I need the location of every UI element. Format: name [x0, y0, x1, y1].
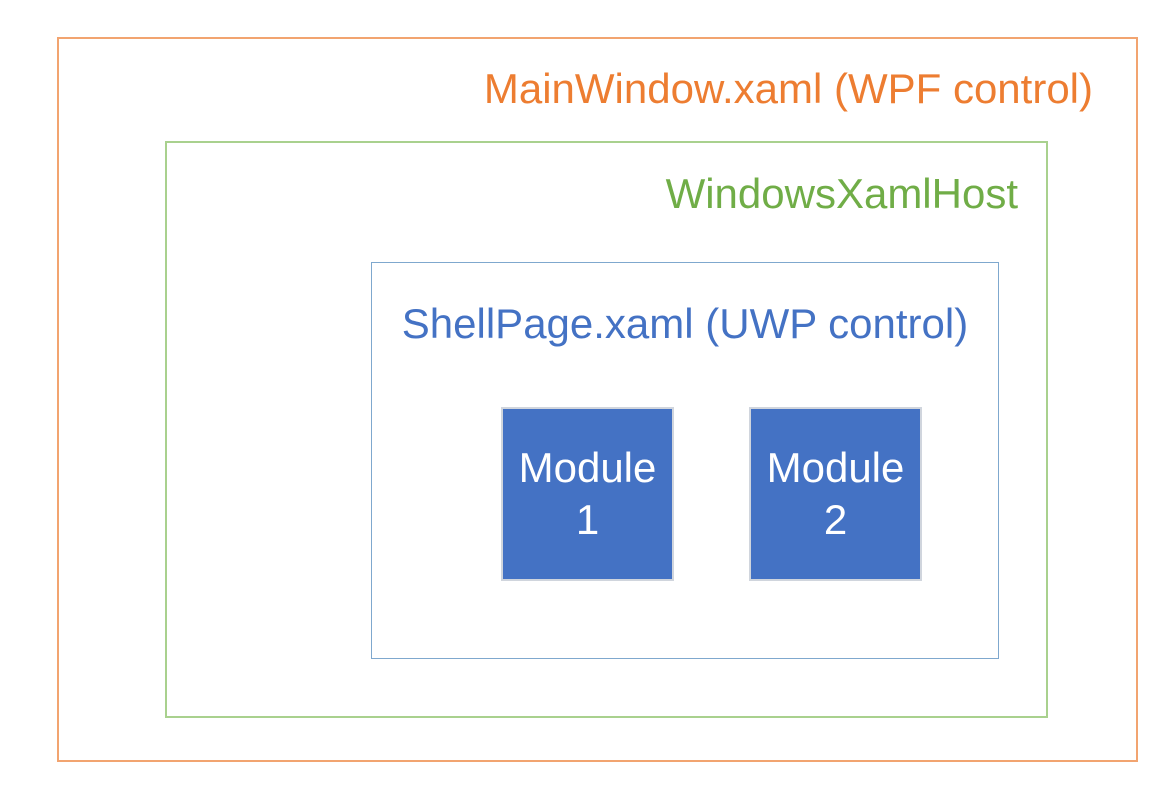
mainwindow-box: MainWindow.xaml (WPF control) WindowsXam…: [57, 37, 1138, 762]
mainwindow-label: MainWindow.xaml (WPF control): [483, 65, 1093, 112]
shellpage-label: ShellPage.xaml (UWP control): [401, 300, 969, 347]
shellpage-box: ShellPage.xaml (UWP control) Module 1 Mo…: [371, 262, 999, 659]
module-1-box: Module 1: [501, 407, 674, 581]
module-2-box: Module 2: [749, 407, 922, 581]
module-2-label: Module 2: [766, 444, 905, 543]
windowsxamlhost-box: WindowsXamlHost ShellPage.xaml (UWP cont…: [165, 141, 1048, 718]
module-1-label: Module 1: [518, 444, 657, 543]
windowsxamlhost-label: WindowsXamlHost: [665, 170, 1018, 217]
